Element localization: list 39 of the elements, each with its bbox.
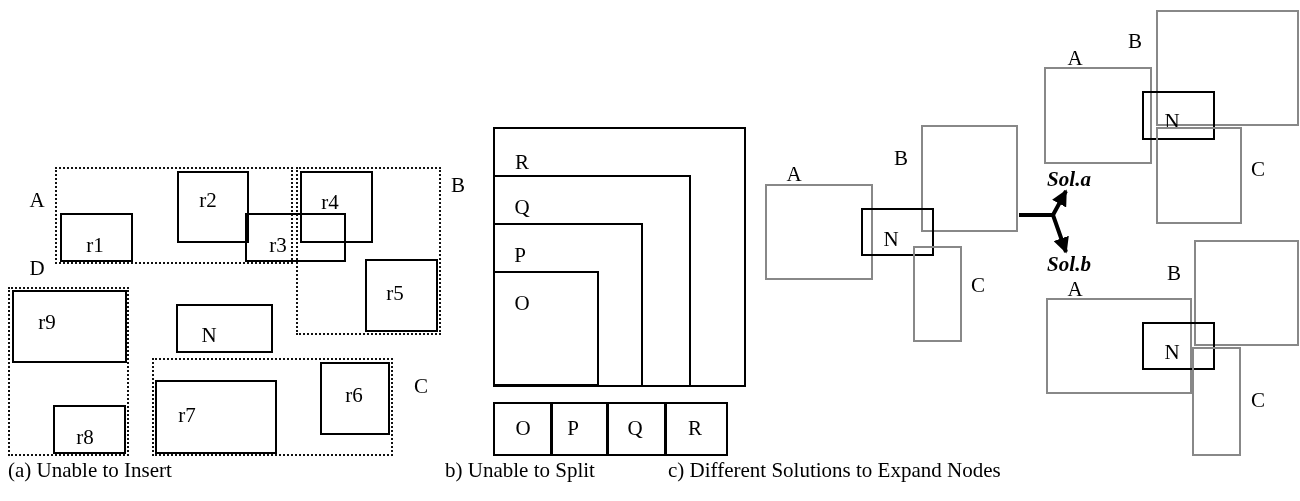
- solution-label: Sol.b: [1047, 253, 1091, 275]
- node-label: C: [1251, 389, 1265, 411]
- node-label: Q: [514, 196, 530, 218]
- node-label: r9: [38, 311, 56, 333]
- arrow: [1019, 213, 1069, 254]
- node-label: C: [971, 274, 985, 296]
- node-label: N: [883, 228, 899, 250]
- caption: (a) Unable to Insert: [8, 458, 172, 482]
- region-label: A: [29, 189, 45, 211]
- solution-label: Sol.a: [1047, 168, 1091, 190]
- caption: c) Different Solutions to Expand Nodes: [668, 458, 1001, 482]
- node-label: B: [1167, 262, 1181, 284]
- node-label: R: [515, 151, 529, 173]
- node-label: r8: [76, 426, 94, 448]
- node-label: P: [567, 417, 579, 439]
- node-label: N: [1164, 341, 1180, 363]
- node-label: r5: [386, 282, 404, 304]
- node-label: A: [1067, 47, 1083, 69]
- node-label: O: [515, 417, 531, 439]
- caption: b) Unable to Split: [445, 458, 595, 482]
- node-label: P: [514, 244, 526, 266]
- node-label: A: [786, 163, 802, 185]
- node-label: O: [514, 292, 530, 314]
- node-label: A: [1067, 278, 1083, 300]
- node-label: B: [1128, 30, 1142, 52]
- node-label: r6: [345, 384, 363, 406]
- node-label: B: [894, 147, 908, 169]
- node-label: C: [1251, 158, 1265, 180]
- region-label: D: [29, 257, 45, 279]
- node-label: Q: [627, 417, 643, 439]
- region-label: B: [451, 174, 465, 196]
- node-label: r7: [178, 404, 196, 426]
- node-label: r1: [86, 234, 104, 256]
- region-label: C: [414, 375, 428, 397]
- node-label: r2: [199, 189, 217, 211]
- node-label: r3: [269, 234, 287, 256]
- node-label: r4: [321, 191, 339, 213]
- node-label: N: [201, 324, 217, 346]
- node-label: R: [688, 417, 702, 439]
